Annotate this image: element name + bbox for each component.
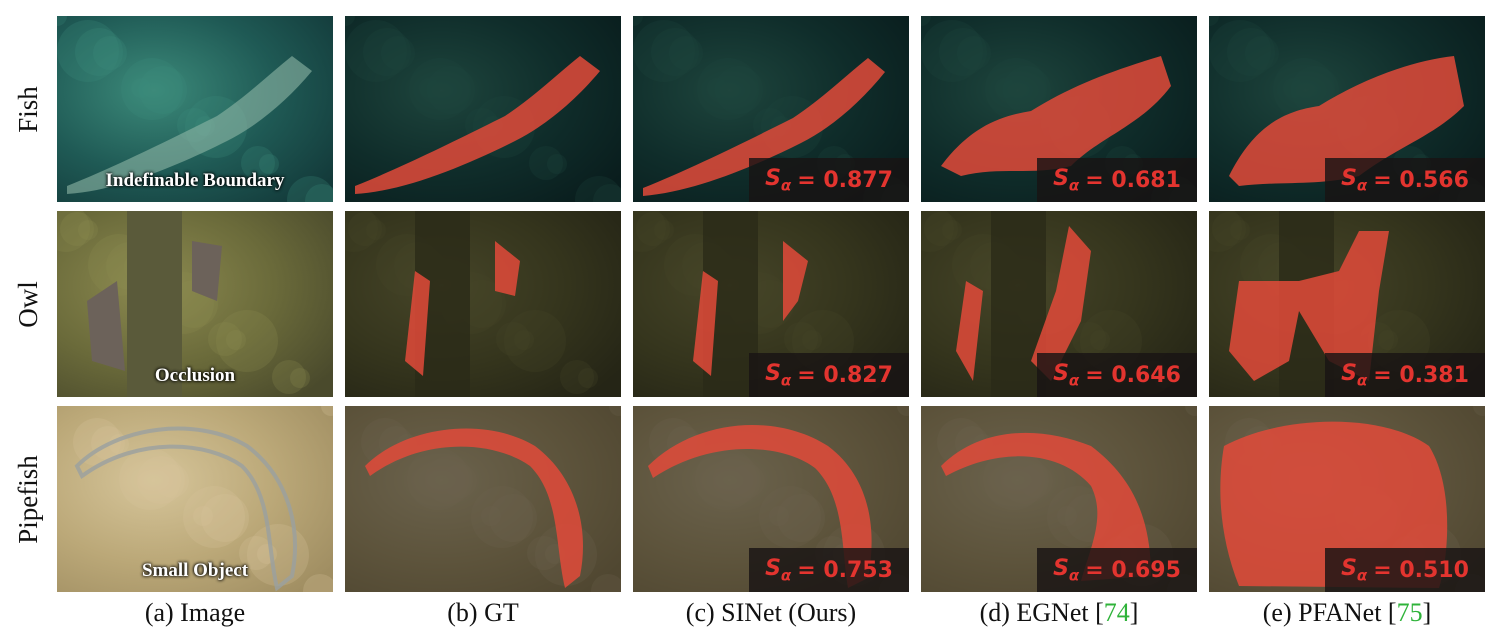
column-caption-egnet: (d) EGNet [74]: [979, 598, 1139, 627]
pipefish-pfanet-panel: Sα= 0.510: [1209, 406, 1485, 592]
pipefish-sinet-score: Sα= 0.753: [749, 548, 909, 592]
pipefish-gt-panel: [345, 406, 621, 592]
reference-link-74[interactable]: 74: [1103, 598, 1130, 627]
reference-link-75[interactable]: 75: [1396, 598, 1423, 627]
row-label-owl: Owl: [12, 280, 43, 328]
pipefish-challenge-caption: Small Object: [141, 560, 249, 581]
fish-gt-panel: [345, 16, 621, 202]
pipefish-pfanet-score: Sα= 0.510: [1325, 548, 1485, 592]
fish-egnet-panel: Sα= 0.681: [921, 16, 1197, 202]
owl-pfanet-panel: Sα= 0.381: [1209, 211, 1485, 397]
pipefish-sinet-panel: Sα= 0.753: [633, 406, 909, 592]
owl-pfanet-score: Sα= 0.381: [1325, 353, 1485, 397]
pipefish-image-panel: Small Object: [57, 406, 333, 592]
column-caption-gt: (b) GT: [447, 598, 519, 627]
owl-egnet-panel: Sα= 0.646: [921, 211, 1197, 397]
fish-pfanet-panel: Sα= 0.566: [1209, 16, 1485, 202]
column-caption-image: (a) Image: [144, 598, 246, 627]
column-caption-sinet: (c) SINet (Ours): [685, 598, 857, 627]
owl-gt-panel: [345, 211, 621, 397]
fish-sinet-score: Sα= 0.877: [749, 158, 909, 202]
row-label-pipefish: Pipefish: [12, 454, 43, 544]
owl-sinet-panel: Sα= 0.827: [633, 211, 909, 397]
pipefish-egnet-score: Sα= 0.695: [1037, 548, 1197, 592]
owl-egnet-score: Sα= 0.646: [1037, 353, 1197, 397]
owl-challenge-caption: Occlusion: [154, 365, 236, 386]
owl-image-panel: Occlusion: [57, 211, 333, 397]
pipefish-egnet-panel: Sα= 0.695: [921, 406, 1197, 592]
owl-sinet-score: Sα= 0.827: [749, 353, 909, 397]
fish-challenge-caption: Indefinable Boundary: [105, 170, 285, 191]
fish-image-panel: Indefinable Boundary: [57, 16, 333, 202]
fish-pfanet-score: Sα= 0.566: [1325, 158, 1485, 202]
fish-sinet-panel: Sα= 0.877: [633, 16, 909, 202]
row-label-fish: Fish: [12, 85, 43, 133]
fish-egnet-score: Sα= 0.681: [1037, 158, 1197, 202]
column-caption-pfanet: (e) PFANet [75]: [1262, 598, 1432, 627]
